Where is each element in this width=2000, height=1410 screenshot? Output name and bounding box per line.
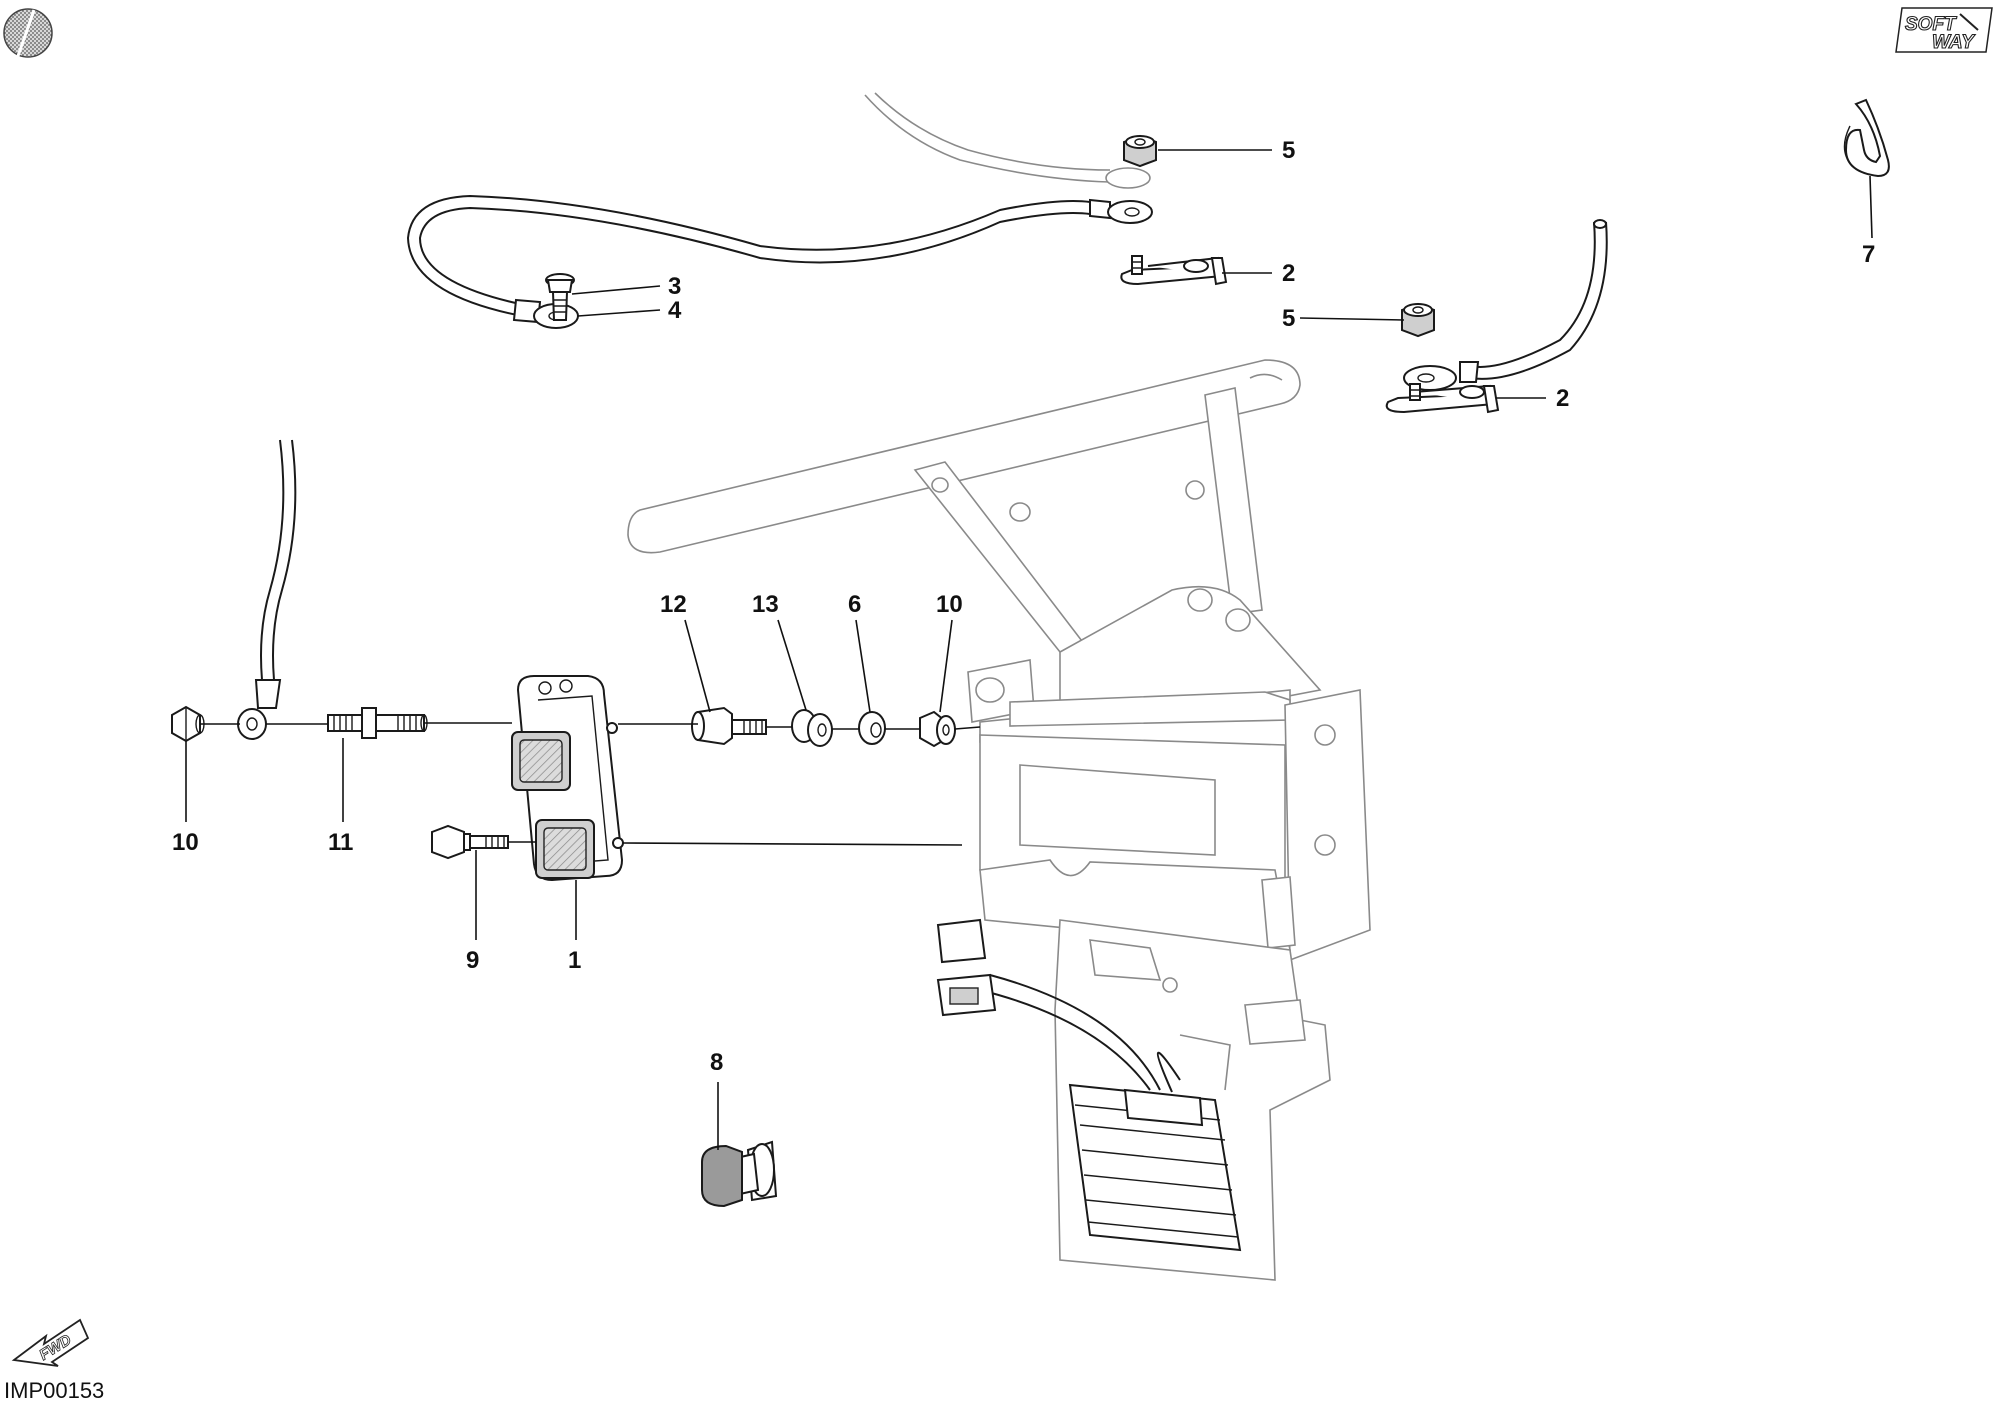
svg-text:WAY: WAY: [1932, 32, 1976, 53]
part-6-washer: [858, 711, 886, 745]
brand-circle-icon: [3, 8, 53, 58]
part-12-spacer-bolt: [691, 706, 767, 746]
left-ground-cable: [237, 439, 297, 740]
callout-8: 8: [710, 1049, 723, 1076]
part-9-bolt: [431, 824, 509, 860]
voltage-regulator: [936, 918, 1242, 1252]
callout-9: 9: [466, 947, 479, 974]
callout-13: 13: [752, 591, 779, 618]
part-1-fuse-holder: [511, 675, 624, 882]
part-7-cable-clip: [1843, 98, 1890, 178]
part-8-grommet: [701, 1140, 778, 1208]
callout-6: 6: [848, 591, 861, 618]
callout-3: 3: [668, 273, 681, 300]
callout-1: 1: [568, 947, 581, 974]
part-11-stud-bolt: [327, 707, 428, 739]
fwd-arrow-icon: FWD: [11, 1318, 90, 1367]
part-13-washer: [791, 709, 833, 747]
callout-10-left: 10: [172, 829, 199, 856]
part-10-nut-right: [919, 710, 956, 748]
part-5-nut-right: [1401, 302, 1435, 338]
callout-leaders: [185, 149, 1873, 1150]
right-ground-cable: [1403, 219, 1608, 391]
callout-5-right: 5: [1282, 305, 1295, 332]
frame-and-battery-bracket: [627, 359, 1371, 1281]
callout-12: 12: [660, 591, 687, 618]
callout-labels: 5 2 3 4 5 2 7 12 13 6 10 10 11 9 1 8: [172, 137, 1875, 1076]
part-3-screw: [545, 273, 575, 321]
callout-2-top: 2: [1282, 260, 1295, 287]
callout-5-top: 5: [1282, 137, 1295, 164]
upper-ground-cable: [406, 194, 1153, 329]
part-5-nut-top: [1123, 134, 1157, 168]
assembly-axis-lines: [200, 722, 981, 846]
callout-4: 4: [668, 297, 682, 324]
upper-right-cable-faint: [864, 92, 1151, 189]
softway-logo: SOFT WAY: [1895, 7, 1993, 54]
callout-10-right: 10: [936, 591, 963, 618]
part-2-bracket-top: [1120, 255, 1228, 286]
part-2-bracket-right: [1385, 383, 1500, 414]
part-10-nut-left: [171, 705, 205, 743]
drawing-code: IMP00153: [4, 1378, 104, 1403]
callout-2-right: 2: [1556, 385, 1569, 412]
callout-7: 7: [1862, 241, 1875, 268]
callout-11: 11: [328, 829, 353, 856]
svg-text:SOFT: SOFT: [1905, 14, 1957, 35]
